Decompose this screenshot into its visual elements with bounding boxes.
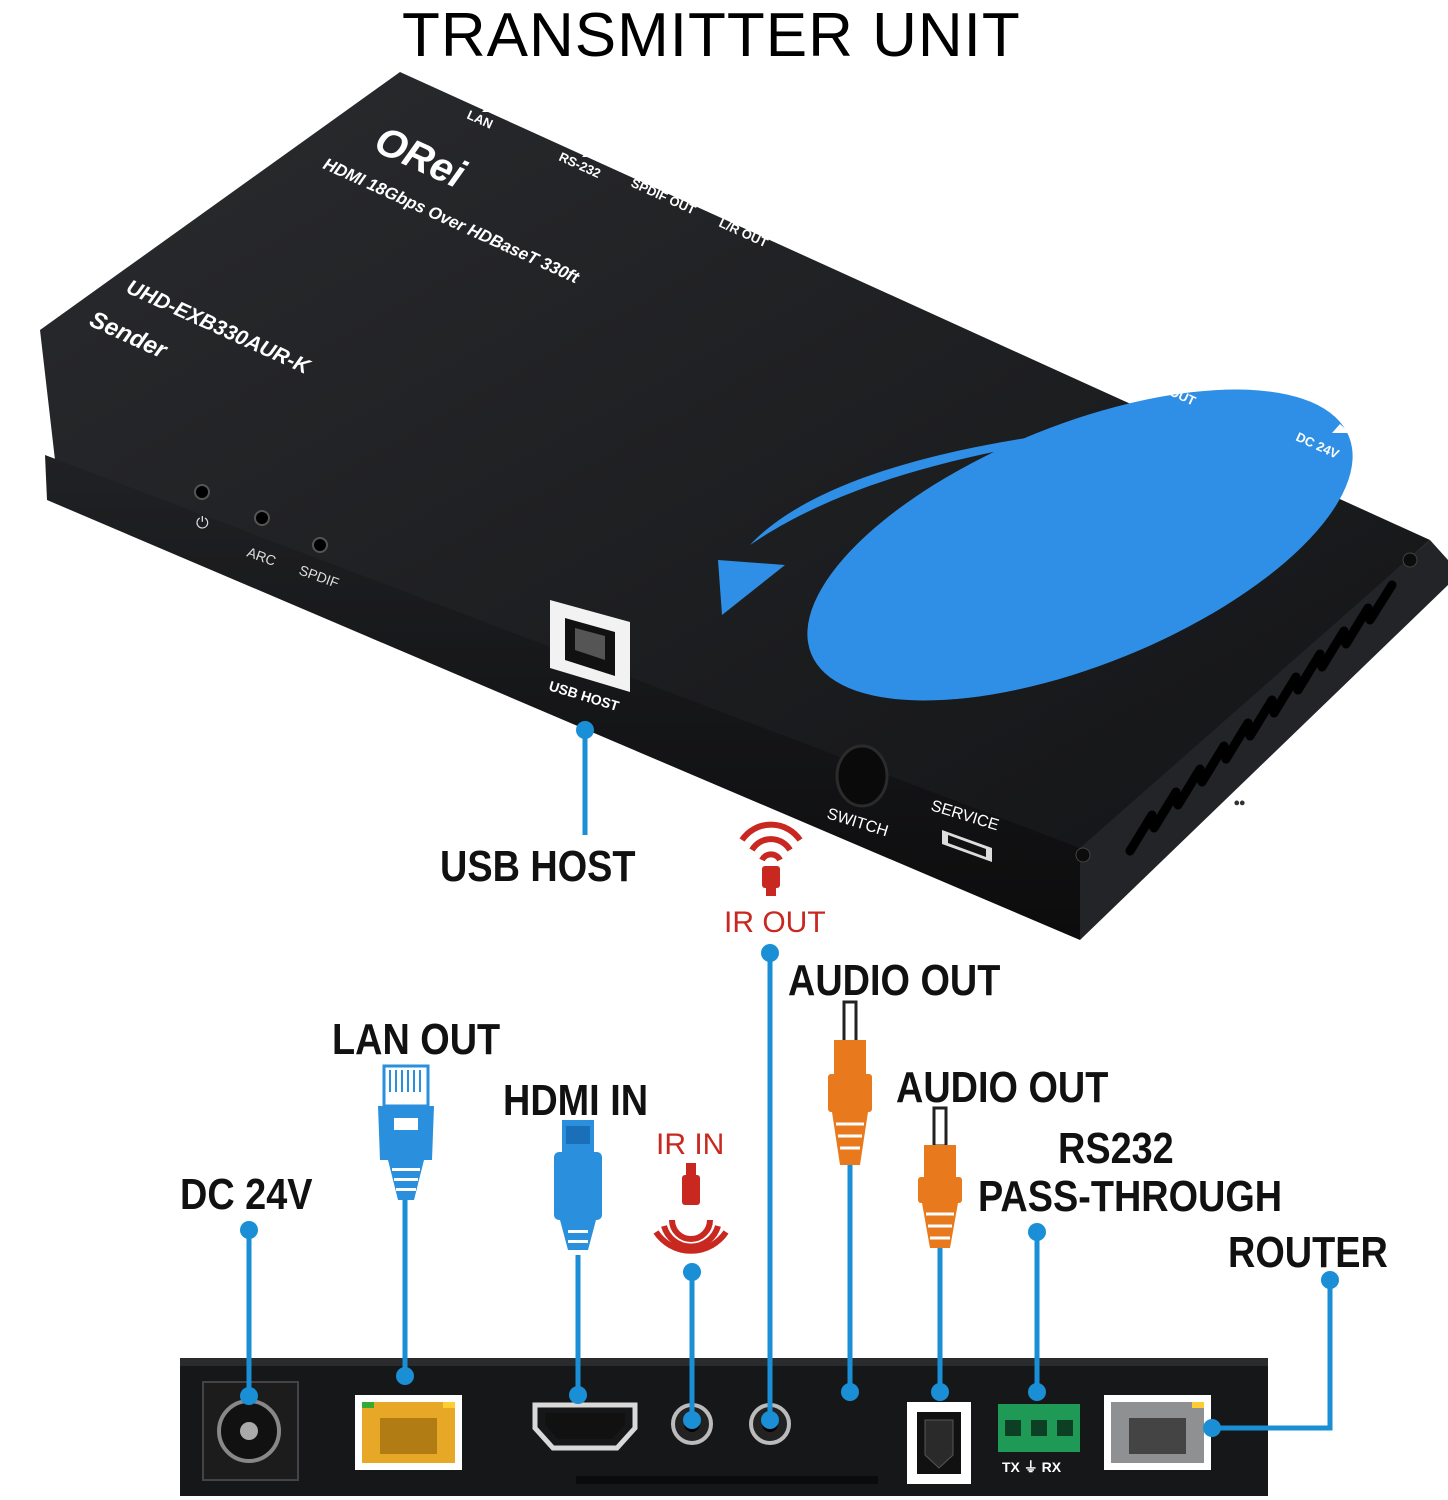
optical-audio-port [907,1402,971,1484]
callout-router: ROUTER [1228,1228,1388,1277]
hdmi-in-port [532,1402,638,1451]
back-panel: TX ⏚ RX [180,1358,1268,1496]
svg-text:⦁⦁: ⦁⦁ [1234,797,1246,809]
power-icon: ⏻ [196,515,209,532]
lan-out-port [355,1395,462,1470]
callout-ir-out: IR OUT [724,906,826,939]
rca-audio-connector-icon [828,1000,872,1165]
transmitter-device: ORei HDMI 18Gbps Over HDBaseT 330ft UHD-… [40,72,1448,940]
brand-swoosh-oval [807,389,1353,701]
ir-in-receiver-icon [653,1163,729,1254]
brand-swoosh-arrow [718,560,785,615]
callout-dc-24v: DC 24V [180,1170,313,1219]
dc-jack [202,1381,299,1481]
rs232-terminal: TX ⏚ RX [998,1404,1080,1475]
callout-lines [240,721,1339,1437]
callout-usb-host: USB HOST [440,842,636,891]
router-port [1104,1395,1211,1470]
device-front-face [45,455,1080,940]
vent-slots [1125,580,1397,856]
callout-line-router [1212,1280,1333,1431]
callout-rs232-line2: PASS-THROUGH [978,1172,1283,1221]
arc-led [254,510,270,526]
callout-audio-out-rca: AUDIO OUT [788,956,1001,1005]
rs232-terminal-label: TX ⏚ RX [1002,1459,1062,1475]
callout-ir-in: IR IN [656,1128,725,1161]
rca-audio-connector-2-icon [918,1106,962,1248]
diagram-title: TRANSMITTER UNIT [402,1,1021,70]
callout-rs232-line1: RS232 [1058,1124,1174,1173]
callout-hdmi-in: HDMI IN [503,1076,649,1125]
callout-lan-out: LAN OUT [332,1015,501,1064]
lan-cable-icon [378,1064,434,1200]
spdif-led [312,537,328,553]
power-led [194,484,210,500]
top-port-arrows [482,103,1350,433]
device-side-face [1080,540,1448,940]
hdmi-cable-icon [554,1120,602,1250]
callout-audio-out-optical: AUDIO OUT [896,1063,1109,1112]
ir-out-emitter-icon [739,821,803,896]
